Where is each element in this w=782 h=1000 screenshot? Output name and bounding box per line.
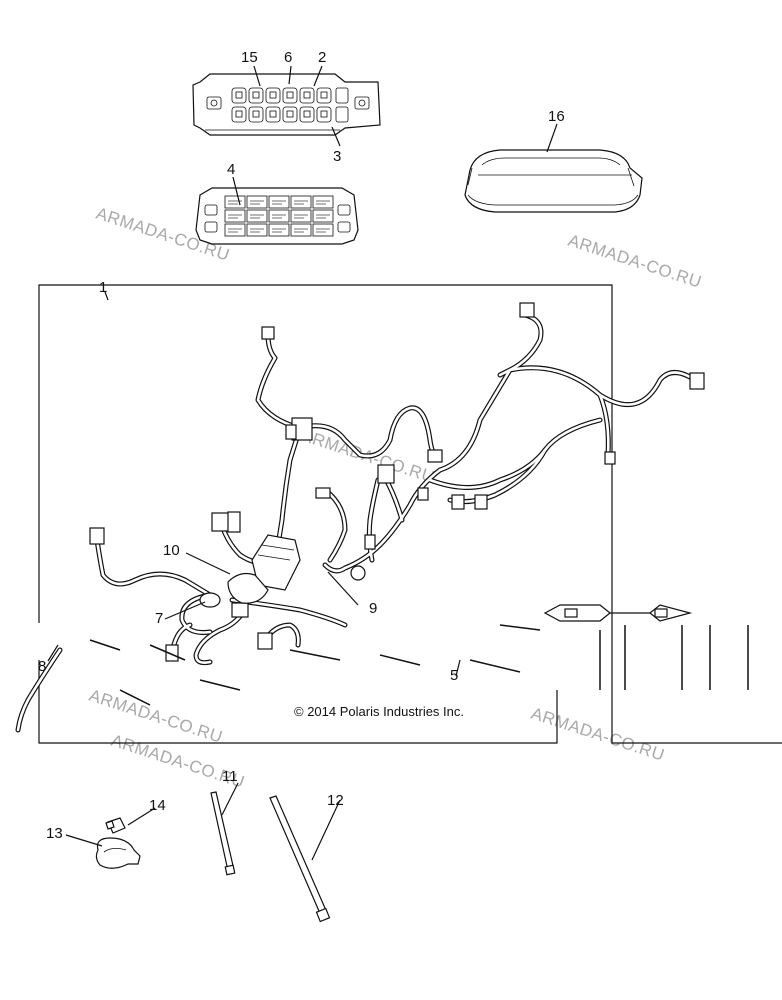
fuse-label-grid <box>224 195 334 237</box>
connector <box>474 494 488 510</box>
callout-10: 10 <box>163 542 180 559</box>
connector <box>604 451 616 465</box>
copyright-notice: © 2014 Polaris Industries Inc. <box>294 704 464 719</box>
connector <box>231 602 249 618</box>
hose-clamp <box>95 837 141 869</box>
cable-tie-short <box>210 791 235 872</box>
connector <box>427 449 443 463</box>
callout-labels: 15 6 2 3 4 16 1 10 9 7 8 5 11 12 14 13 <box>38 49 565 842</box>
connector <box>257 632 273 650</box>
harness-frame <box>38 284 782 744</box>
watermark: ARMADA-CO.RU <box>566 231 704 292</box>
callout-14: 14 <box>149 797 166 814</box>
callout-5: 5 <box>450 667 458 684</box>
callout-12: 12 <box>327 792 344 809</box>
watermark: ARMADA-CO.RU <box>529 704 667 765</box>
connector <box>377 464 395 484</box>
connector <box>689 372 705 390</box>
relay-fuse-box <box>192 73 381 136</box>
callout-16: 16 <box>548 108 565 125</box>
fuse-box-cover <box>195 187 359 245</box>
connector <box>285 424 297 440</box>
main-wiring-harness <box>15 302 749 733</box>
fuse-box-seal <box>464 149 643 213</box>
connector <box>315 487 331 499</box>
connector <box>261 326 275 340</box>
fuse-slot-grid <box>231 87 349 123</box>
hardware-parts <box>95 791 331 923</box>
callout-8: 8 <box>38 658 46 675</box>
watermark: ARMADA-CO.RU <box>87 686 225 747</box>
callout-6: 6 <box>284 49 292 66</box>
connector <box>89 527 105 545</box>
callout-4: 4 <box>227 161 235 178</box>
callout-3: 3 <box>333 148 341 165</box>
callout-9: 9 <box>369 600 377 617</box>
callout-15: 15 <box>241 49 258 66</box>
callout-7: 7 <box>155 610 163 627</box>
callout-1: 1 <box>99 279 107 296</box>
callout-11: 11 <box>222 768 238 785</box>
connector <box>451 494 465 510</box>
connector <box>227 511 241 533</box>
connector <box>417 487 429 501</box>
connector <box>364 534 376 550</box>
cable-tie-long <box>269 795 329 919</box>
connector <box>519 302 535 318</box>
callout-13: 13 <box>46 825 63 842</box>
leader-lines <box>47 65 558 861</box>
connector <box>165 644 179 662</box>
callout-2: 2 <box>318 49 326 66</box>
